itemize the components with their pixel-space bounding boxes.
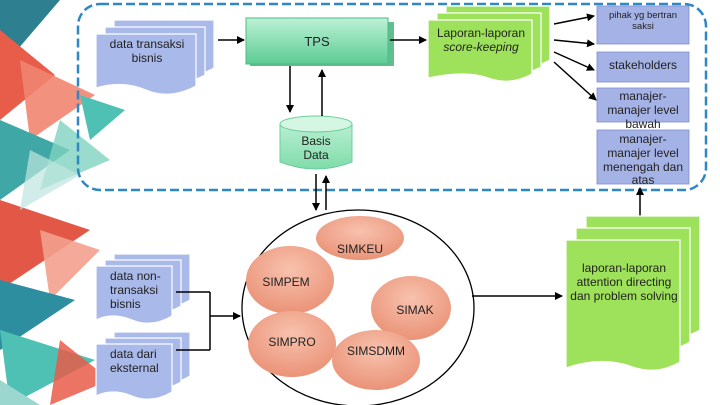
transaction-data-label: data transaksi bisnis bbox=[109, 37, 185, 65]
witness-parties-label: pihak yg bertran saksi bbox=[608, 10, 678, 32]
attention-reports-label: laporan-laporan attention directing dan … bbox=[570, 261, 678, 303]
tps-box bbox=[245, 17, 394, 66]
scorekeeping-label-line2: score-keeping bbox=[443, 40, 519, 54]
simpro-oval bbox=[248, 311, 336, 377]
simak-label: SIMAK bbox=[396, 303, 434, 317]
database-cylinder bbox=[279, 115, 353, 170]
stakeholders-label: stakeholders bbox=[608, 58, 678, 72]
simpem-oval bbox=[246, 246, 334, 314]
non-transaction-data-label: data non-transaksi bisnis bbox=[110, 269, 161, 311]
database-label: Basis Data bbox=[301, 134, 331, 162]
flow-arrows bbox=[218, 13, 644, 216]
input-merge-arrows bbox=[176, 291, 241, 351]
simpro-label: SIMPRO bbox=[268, 335, 316, 349]
middle-upper-managers-label: manajer-manajer level menengah dan atas bbox=[602, 132, 684, 188]
simsdmm-oval bbox=[332, 330, 420, 390]
stakeholders-box bbox=[596, 51, 690, 83]
external-data-label: data dari eksternal bbox=[110, 347, 159, 375]
attention-reports-doc bbox=[565, 215, 701, 371]
transaction-data-doc bbox=[95, 19, 215, 95]
tps-label: TPS bbox=[304, 34, 330, 49]
middle-upper-managers-box bbox=[596, 129, 690, 185]
simkeu-oval bbox=[316, 216, 404, 260]
simkeu-label: SIMKEU bbox=[336, 242, 383, 256]
system-boundary bbox=[76, 2, 708, 192]
lower-managers-label: manajer-manajer level bawah bbox=[607, 89, 679, 131]
simsdmm-label: SIMSDMM bbox=[347, 344, 405, 358]
decorative-triangles bbox=[0, 0, 125, 405]
scorekeeping-reports-doc bbox=[427, 5, 551, 82]
scorekeeping-label-line1: Laporan-laporan bbox=[436, 26, 526, 40]
simpem-label: SIMPEM bbox=[262, 275, 310, 289]
non-transaction-data-doc bbox=[95, 253, 191, 324]
lower-managers-box bbox=[596, 87, 690, 123]
witness-parties-box bbox=[596, 5, 690, 45]
simak-oval bbox=[371, 276, 451, 340]
external-data-doc bbox=[95, 331, 191, 400]
